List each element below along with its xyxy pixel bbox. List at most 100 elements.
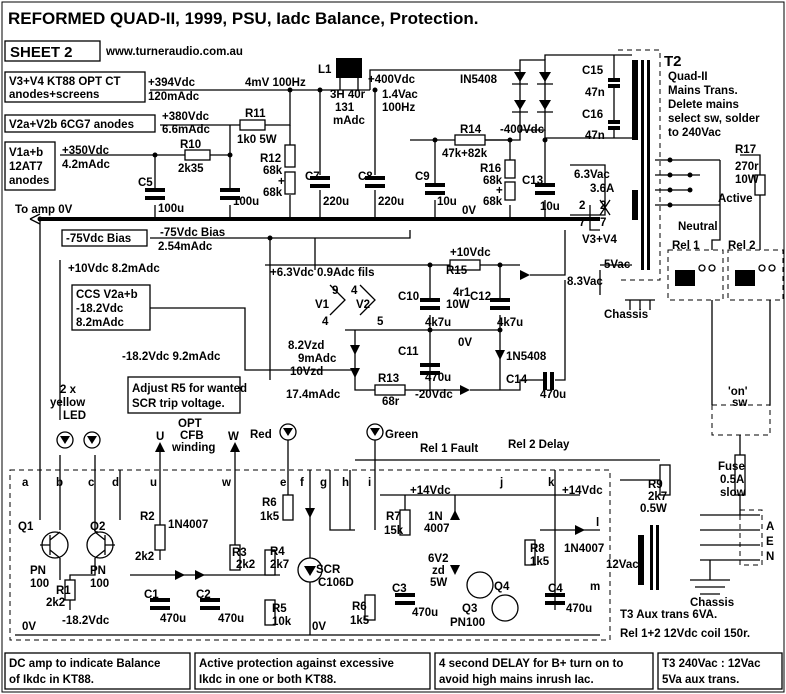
hz100-label: 100Hz bbox=[382, 102, 415, 114]
t2-line1: Quad-II bbox=[668, 71, 708, 83]
r8-resistor bbox=[524, 539, 536, 566]
note-1-line2: of Ikdc in KT88. bbox=[9, 674, 94, 686]
r16b-resistor bbox=[504, 181, 516, 201]
r16a-resistor bbox=[504, 159, 516, 179]
c5-capacitor bbox=[145, 188, 165, 200]
c12-capacitor bbox=[490, 298, 510, 310]
v2-label: V2 bbox=[356, 299, 370, 311]
t2-line5: to 240Vac bbox=[668, 127, 722, 139]
arrow-icon bbox=[29, 213, 41, 225]
r14-label: R14 bbox=[460, 124, 482, 136]
v380-label: +380Vdc bbox=[162, 111, 210, 123]
r14-value: 47k+82k bbox=[442, 148, 488, 160]
pin-e: e bbox=[280, 477, 286, 489]
ma9-label: 9mAdc bbox=[298, 353, 337, 365]
c6-value: 100u bbox=[233, 196, 259, 208]
w-label: W bbox=[228, 431, 239, 443]
1n-label1: 1N bbox=[428, 511, 443, 523]
zener-diodes bbox=[350, 345, 360, 378]
c4-label: C4 bbox=[548, 583, 563, 595]
diode-icon bbox=[520, 270, 530, 280]
note-4-line2: 5Va aux trans. bbox=[662, 674, 739, 686]
r16-value3: 68k bbox=[483, 196, 503, 208]
note-2-line2: Ikdc in one or both KT88. bbox=[199, 674, 336, 686]
zd-label2: zd bbox=[432, 565, 445, 577]
c8-capacitor bbox=[365, 176, 385, 188]
opt-line3: winding bbox=[171, 442, 215, 454]
v1-box bbox=[4, 141, 56, 191]
v14b-label: +14Vdc bbox=[562, 485, 603, 497]
r6-resistor bbox=[282, 494, 294, 521]
l1-spec3: mAdc bbox=[333, 115, 366, 127]
v394-label: +394Vdc bbox=[148, 77, 196, 89]
chassis-label-bottom: Chassis bbox=[690, 597, 734, 609]
q1-transistor bbox=[40, 531, 69, 559]
r5-label: R5 bbox=[272, 603, 287, 615]
c13-capacitor bbox=[535, 183, 555, 195]
c6-capacitor bbox=[220, 188, 240, 200]
l1-spec1: 3H 40r bbox=[330, 89, 366, 101]
c11-capacitor bbox=[420, 363, 440, 375]
zd82-label: 8.2Vzd bbox=[288, 340, 324, 352]
c12-label: C12 bbox=[470, 291, 491, 303]
vm20-label: -20Vdc bbox=[415, 389, 453, 401]
scr-wiring bbox=[287, 440, 311, 635]
i42-label: 4.2mAdc bbox=[62, 159, 111, 171]
v1-line3: anodes bbox=[9, 175, 49, 187]
t2-line4: select sw, solder bbox=[668, 113, 760, 125]
pin4-label: 4 bbox=[351, 285, 358, 297]
r12a-resistor bbox=[284, 144, 296, 168]
pin4b-label: 4 bbox=[322, 316, 329, 328]
c10-value: 4k7u bbox=[425, 317, 451, 329]
pin-2a: 2 bbox=[579, 200, 585, 212]
pin-j: j bbox=[499, 477, 503, 489]
opt-leads bbox=[159, 450, 236, 470]
on-switch[interactable] bbox=[711, 404, 771, 436]
green-led-icon bbox=[366, 423, 384, 441]
pin-d: d bbox=[112, 477, 119, 489]
r15-resistor bbox=[449, 259, 481, 271]
bias-rail-label: -75Vdc Bias bbox=[160, 227, 225, 239]
pin-f: f bbox=[300, 477, 304, 489]
c2-value: 470u bbox=[218, 613, 244, 625]
adjust-line2: SCR trip voltage. bbox=[132, 398, 225, 410]
u-label: U bbox=[156, 431, 164, 443]
c8-label: C8 bbox=[358, 171, 373, 183]
ccs-line2: -18.2Vdc bbox=[76, 303, 124, 315]
l1-label: L1 bbox=[318, 64, 332, 76]
r2-resistor bbox=[154, 524, 166, 551]
c14-value: 470u bbox=[540, 389, 566, 401]
r9-value2: 0.5W bbox=[640, 503, 667, 515]
pin-m: m bbox=[590, 581, 600, 593]
note-3-line1: 4 second DELAY for B+ turn on to bbox=[439, 658, 623, 670]
heater-leads bbox=[589, 205, 600, 231]
board-zero-label: 0V bbox=[312, 621, 326, 633]
r6-value: 1k5 bbox=[260, 511, 280, 523]
c9-label: C9 bbox=[415, 171, 430, 183]
c9-capacitor bbox=[425, 183, 445, 195]
v83-label: 8.3Vac bbox=[567, 276, 603, 288]
bias-current: 2.54mAdc bbox=[158, 241, 213, 253]
rel2-delay-label: Rel 2 Delay bbox=[508, 439, 570, 451]
t2-label: T2 bbox=[664, 53, 682, 70]
c3-capacitor bbox=[395, 593, 415, 605]
adjust-line1: Adjust R5 for wanted bbox=[132, 383, 247, 395]
terminal-a: A bbox=[766, 521, 774, 533]
pin-b: b bbox=[56, 477, 63, 489]
terminal-e: E bbox=[766, 536, 774, 548]
c3-value: 470u bbox=[412, 607, 438, 619]
on-label: 'on' bbox=[728, 386, 748, 398]
q3-transistor bbox=[491, 594, 519, 622]
opt-line2: CFB bbox=[180, 430, 204, 442]
fils-zero-label: 0V bbox=[458, 337, 472, 349]
opt-arrow-icons bbox=[155, 442, 240, 452]
website-url: www.turneraudio.com.au bbox=[105, 46, 243, 58]
adjust-note-box bbox=[127, 376, 241, 414]
pin-u: u bbox=[150, 477, 157, 489]
c15-value: 47n bbox=[585, 87, 605, 99]
c1-capacitor bbox=[150, 598, 170, 610]
t2-line3: Delete mains bbox=[668, 99, 739, 111]
1n4007-diodes bbox=[175, 570, 205, 580]
